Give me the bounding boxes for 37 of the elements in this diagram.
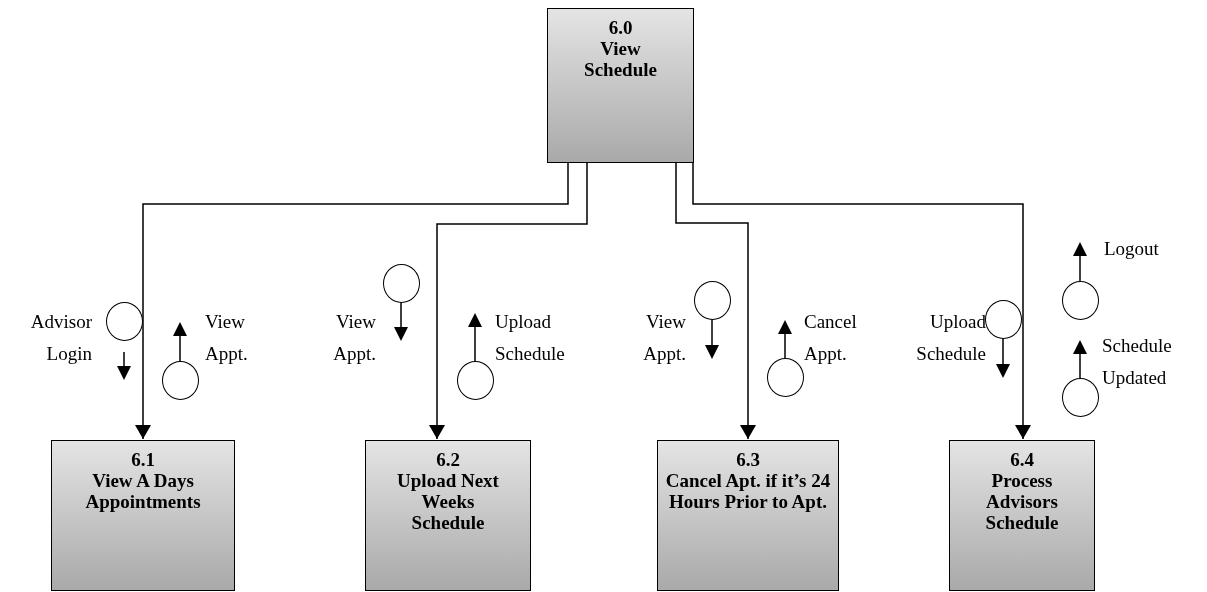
data-label: Advisor Login: [29, 310, 92, 366]
module-name: Process Advisors Schedule: [984, 470, 1060, 533]
data-couple-circle: [456, 360, 494, 400]
module-number: 6.1: [131, 449, 155, 470]
module-box: [657, 440, 839, 591]
module-number: 6.2: [436, 449, 460, 470]
data-couple-circle: [766, 357, 804, 397]
module-name: View A Days Appointments: [84, 470, 202, 512]
data-label: View Appt.: [642, 310, 686, 366]
data-label: Cancel Appt.: [804, 310, 858, 366]
module-name: Cancel Apt. if it’s 24 Hours Prior to Apt.: [664, 470, 832, 512]
module-number: 6.0: [608, 17, 633, 38]
connector-arrow: [675, 162, 756, 440]
connector-arrow: [135, 162, 569, 440]
data-couple-circle: [105, 301, 143, 341]
data-label: Upload Schedule: [495, 310, 566, 366]
data-couple-circle: [1061, 377, 1099, 417]
module-number: 6.3: [736, 449, 760, 470]
data-couple-circle: [984, 299, 1022, 339]
module-box: [365, 440, 531, 591]
data-label: View Appt.: [332, 310, 376, 366]
connector-arrow: [692, 162, 1031, 440]
module-box: [51, 440, 235, 591]
data-couple-circle: [693, 280, 731, 320]
module-box: [949, 440, 1095, 591]
connector-arrow: [429, 162, 588, 440]
data-label: Upload Schedule: [915, 310, 986, 366]
module-box: [547, 8, 694, 163]
data-label: View Appt.: [205, 310, 249, 366]
module-name: View Schedule: [583, 38, 658, 80]
data-couple-circle: [1061, 280, 1099, 320]
module-number: 6.4: [1010, 449, 1034, 470]
data-couple-circle: [161, 360, 199, 400]
data-label: Schedule Updated: [1102, 334, 1173, 390]
data-label: Logout: [1104, 237, 1160, 261]
module-name: Upload Next Weeks Schedule: [396, 470, 500, 533]
data-couple-circle: [382, 263, 420, 303]
